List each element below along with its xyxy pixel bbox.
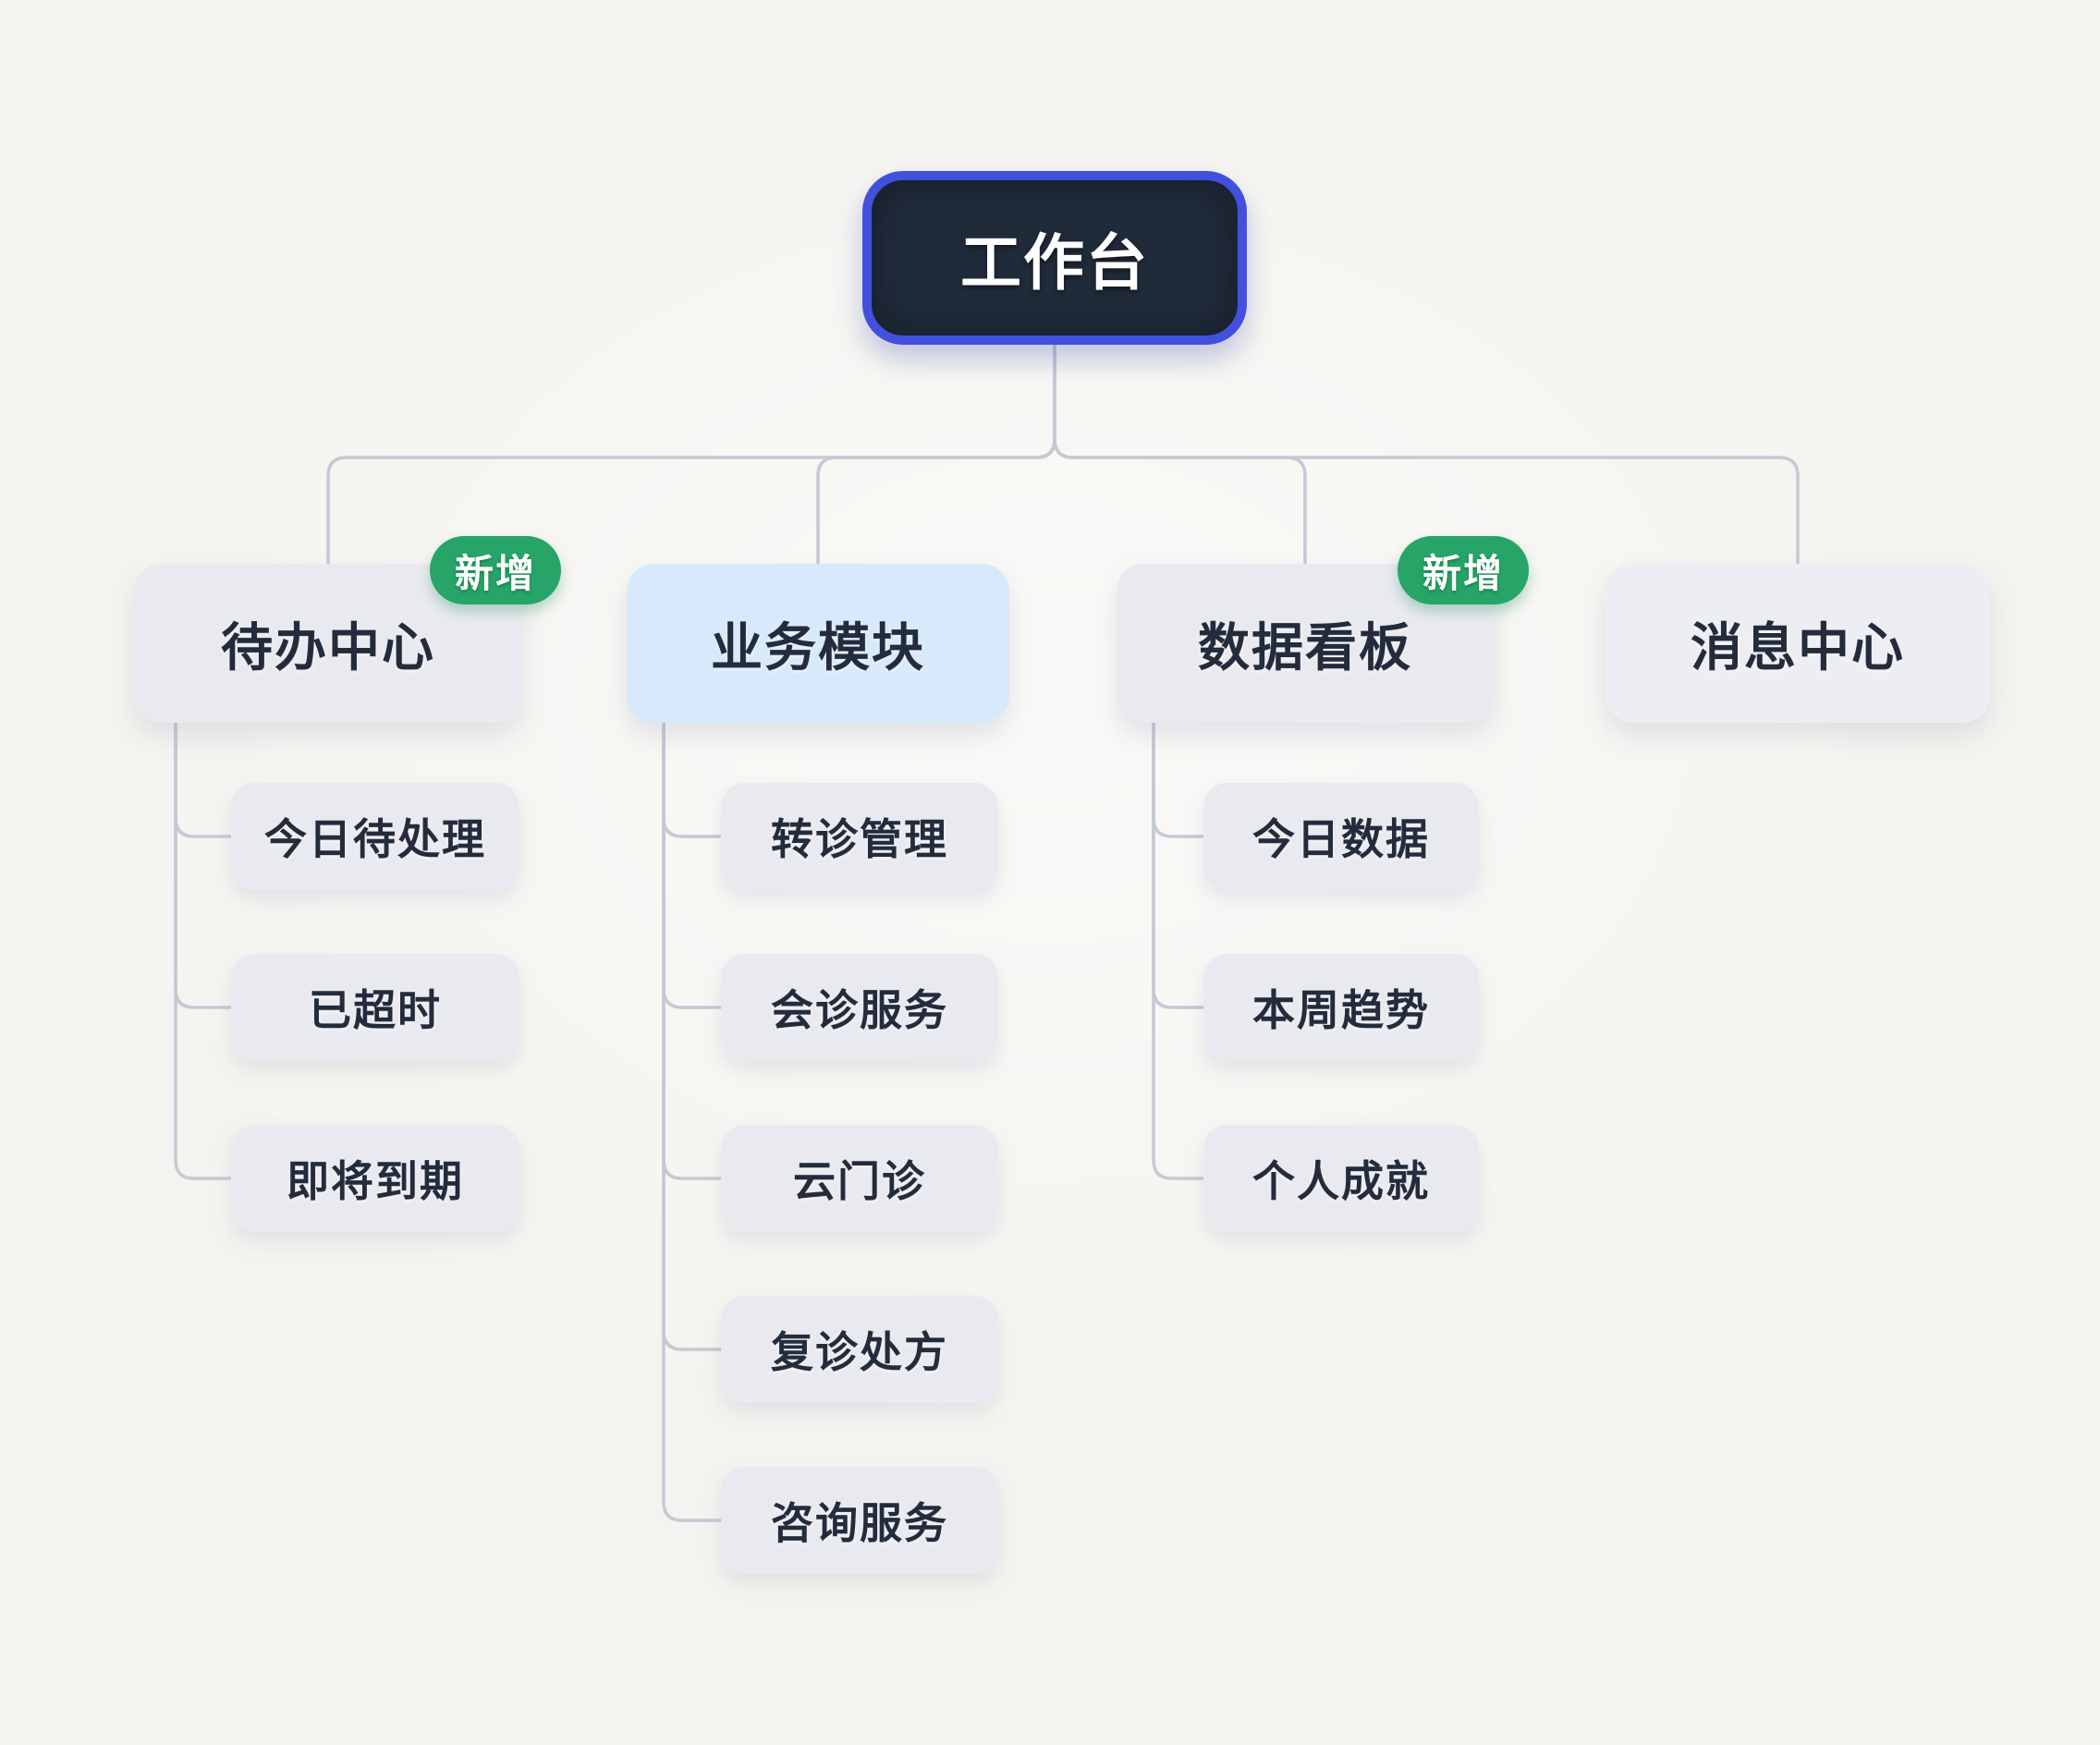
node-consultation-service[interactable]: 会诊服务 — [721, 954, 998, 1061]
node-inquiry-service[interactable]: 咨询服务 — [721, 1467, 998, 1574]
node-todo-center[interactable]: 待办中心 — [134, 564, 522, 723]
connector-root-to-todo-center — [326, 343, 1056, 566]
connector-data-to-today-data — [1152, 721, 1207, 838]
node-cloud-clinic[interactable]: 云门诊 — [721, 1125, 998, 1232]
node-expiring-soon[interactable]: 即将到期 — [231, 1125, 519, 1232]
connector-business-to-referral — [662, 721, 725, 838]
badge-todo-center-new: 新增 — [430, 536, 561, 604]
connector-todo-to-overdue — [174, 721, 235, 1009]
node-followup-prescription[interactable]: 复诊处方 — [721, 1296, 998, 1403]
connector-root-to-data-dashboard — [1053, 343, 1307, 566]
node-referral-management[interactable]: 转诊管理 — [721, 783, 998, 890]
node-today-pending[interactable]: 今日待处理 — [231, 783, 519, 890]
node-workbench[interactable]: 工作台 — [862, 171, 1247, 345]
connector-data-to-personal-achievements — [1152, 721, 1207, 1180]
node-today-data[interactable]: 今日数据 — [1203, 783, 1479, 890]
connector-root-to-message-center — [1053, 343, 1800, 566]
connector-business-to-followup-prescription — [662, 721, 725, 1351]
connector-todo-to-today-pending — [174, 721, 235, 838]
node-personal-achievements[interactable]: 个人成就 — [1203, 1125, 1479, 1232]
connector-business-to-consultation — [662, 721, 725, 1009]
node-weekly-trend[interactable]: 本周趋势 — [1203, 954, 1479, 1061]
connector-todo-to-expiring-soon — [174, 721, 235, 1180]
connector-root-to-business-modules — [816, 343, 1056, 566]
node-overdue[interactable]: 已超时 — [231, 954, 519, 1061]
connector-business-to-inquiry-service — [662, 721, 725, 1522]
connector-business-to-cloud-clinic — [662, 721, 725, 1180]
badge-data-dashboard-new: 新增 — [1398, 536, 1529, 604]
node-message-center[interactable]: 消息中心 — [1606, 564, 1990, 723]
connector-data-to-weekly-trend — [1152, 721, 1207, 1009]
node-business-modules[interactable]: 业务模块 — [627, 564, 1009, 723]
